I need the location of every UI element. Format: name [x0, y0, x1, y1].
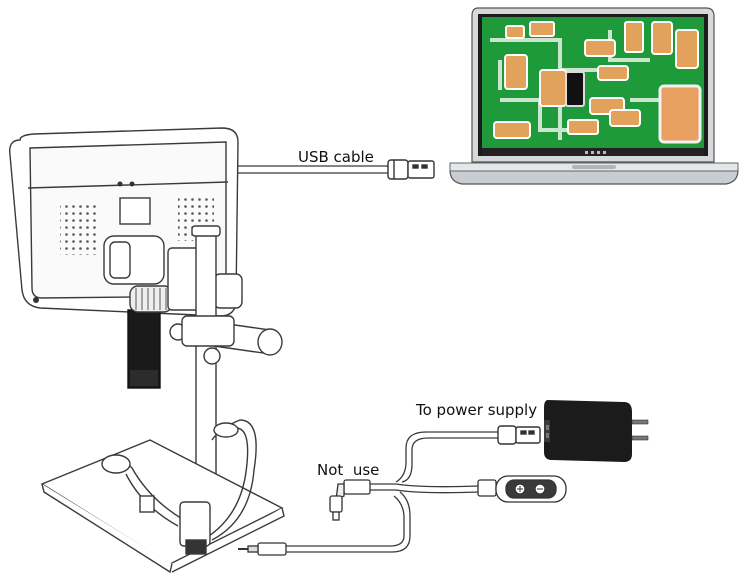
power-adapter-icon: [544, 400, 649, 462]
usb-plug-icon: [387, 159, 435, 180]
dc-plug-icon: [329, 479, 371, 521]
usb-plug-icon: [497, 425, 541, 445]
power-cable: [286, 431, 498, 553]
cable-control-module: [477, 475, 567, 503]
laptop: [449, 7, 739, 185]
power-supply-label: To power supply: [416, 401, 538, 419]
microscope-icon: [9, 127, 285, 574]
laptop-screen-image: [482, 17, 704, 156]
dc-plug-icon: [238, 542, 287, 556]
smd-components: [493, 21, 702, 144]
not-use-label: Not use: [317, 461, 380, 479]
usb-cable-label: USB cable: [298, 148, 374, 166]
